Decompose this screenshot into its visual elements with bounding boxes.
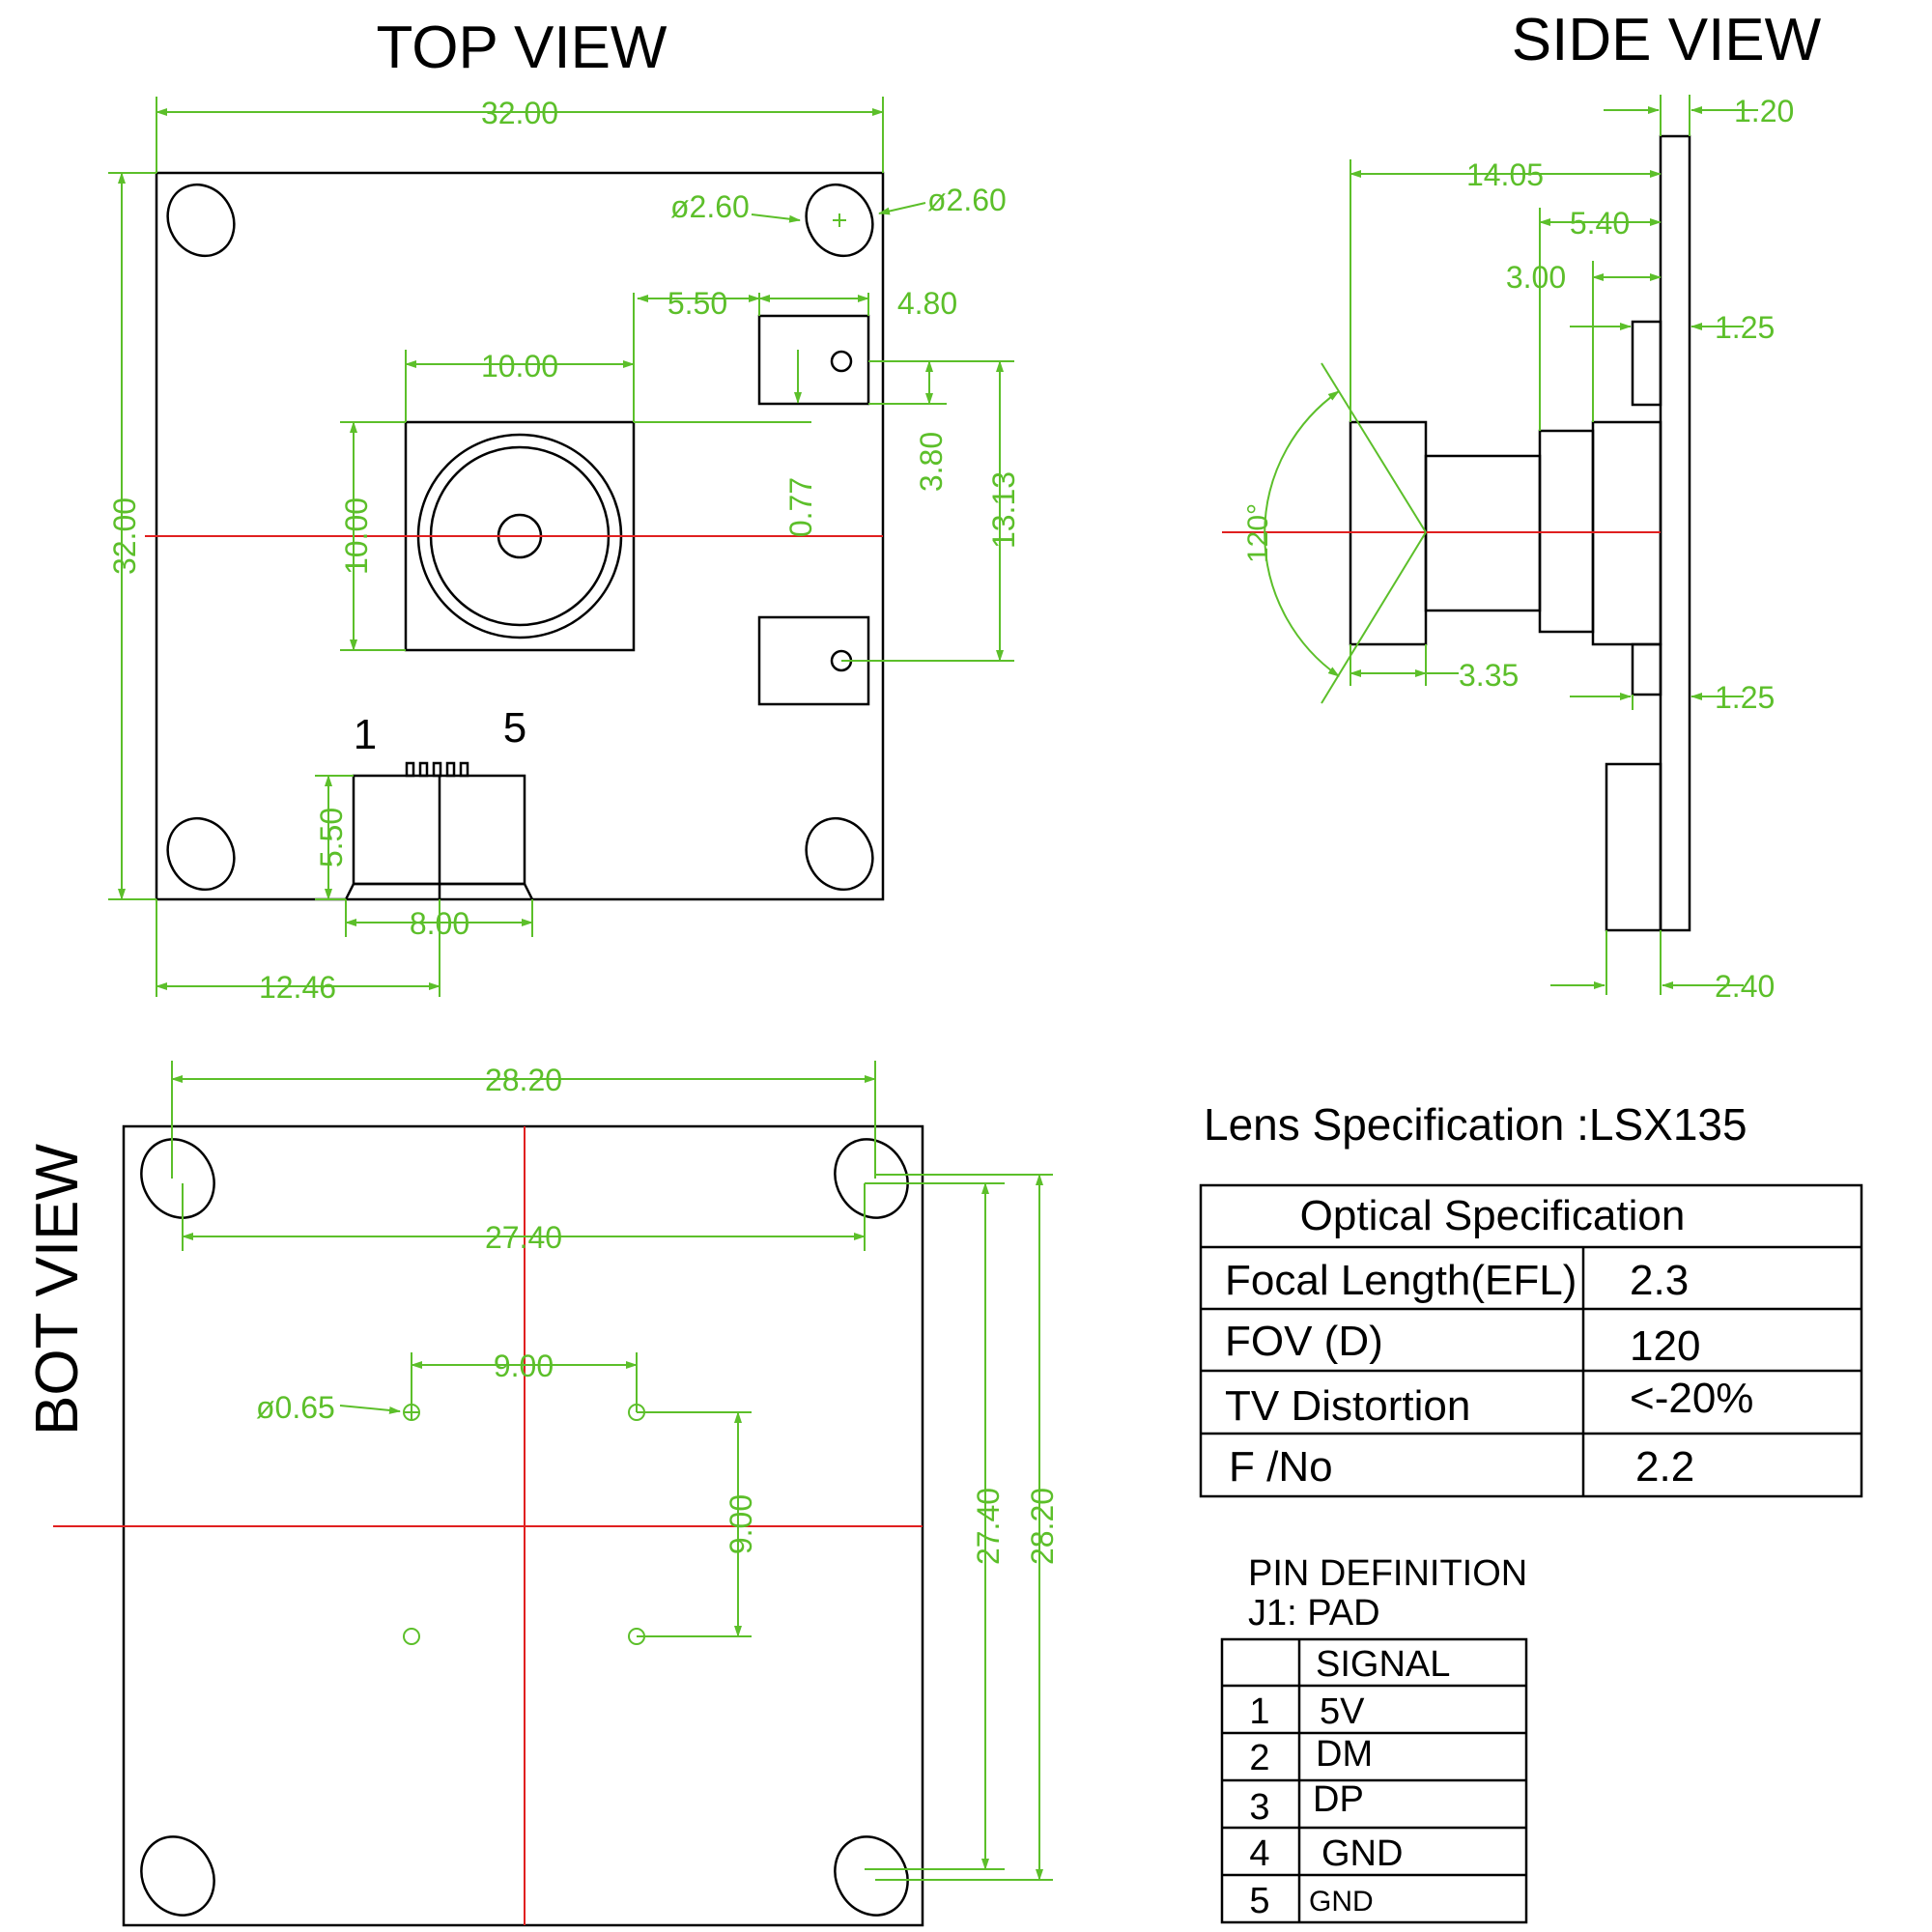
- spec-label-2: FOV (D): [1225, 1318, 1383, 1365]
- spec-label-3: TV Distortion: [1225, 1382, 1470, 1430]
- pin-def-heading: PIN DEFINITION: [1248, 1553, 1527, 1594]
- pin-num-5: 5: [1249, 1881, 1269, 1921]
- pin-sig-2: DM: [1316, 1734, 1373, 1775]
- lens-spec-heading: Lens Specification :LSX135: [1204, 1099, 1747, 1150]
- bot-pad-3: [403, 1628, 420, 1645]
- side-comp-top: [1631, 320, 1662, 407]
- dim-conn-height: 5.50: [314, 808, 349, 867]
- spec-label-1: Focal Length(EFL): [1225, 1257, 1577, 1304]
- dim-bot-900-v: 9.00: [724, 1494, 758, 1554]
- dim-off-550: 5.50: [668, 286, 727, 321]
- component-top-dot: [830, 350, 853, 373]
- pin-sig-3: DP: [1313, 1779, 1364, 1820]
- dim-side-335: 3.35: [1459, 658, 1519, 693]
- dim-side-240: 2.40: [1715, 969, 1775, 1004]
- dim-side-120: 1.20: [1734, 94, 1794, 128]
- dim-bot-hole: ø0.65: [256, 1390, 335, 1425]
- dim-hole-left: ø2.60: [670, 189, 750, 224]
- dim-lens-height: 10.00: [339, 497, 374, 575]
- pin-1-label: 1: [354, 711, 377, 758]
- dim-side-300: 3.00: [1506, 260, 1566, 295]
- dim-top-width: 32.00: [481, 96, 558, 130]
- dim-bot-900-h: 9.00: [494, 1349, 554, 1383]
- dim-077: 0.77: [783, 477, 818, 537]
- pin-def-subheading: J1: PAD: [1248, 1593, 1380, 1634]
- dim-side-1405: 14.05: [1466, 157, 1544, 192]
- dim-fov-angle: 120°: [1242, 503, 1274, 563]
- component-top: [757, 314, 870, 406]
- pin-num-3: 3: [1249, 1787, 1269, 1828]
- top-view-title: TOP VIEW: [377, 14, 668, 81]
- bot-hole-tr: [834, 1138, 909, 1219]
- pin-num-1: 1: [1249, 1691, 1269, 1732]
- lens-spec: Lens Specification :LSX135 Optical Speci…: [1199, 1099, 1863, 1498]
- side-view-title: SIDE VIEW: [1512, 7, 1822, 73]
- pin-num-2: 2: [1249, 1738, 1269, 1778]
- spec-value-2: 120: [1630, 1322, 1700, 1370]
- dim-side-125a: 1.25: [1715, 310, 1775, 345]
- bot-hole-tl: [140, 1138, 215, 1219]
- dim-bot-2740-h: 27.40: [485, 1220, 562, 1255]
- dim-bot-2820-v: 28.20: [1025, 1488, 1060, 1565]
- mounting-hole-bl: [166, 816, 236, 892]
- dim-conn-offset: 12.46: [259, 970, 336, 1005]
- mounting-hole-tl: [166, 183, 236, 258]
- pin-definition: PIN DEFINITION J1: PAD SIGNAL 1 5V 2 DM …: [1220, 1553, 1528, 1924]
- side-comp-bottom: [1631, 642, 1662, 696]
- bot-view-title: BOT VIEW: [24, 1144, 91, 1435]
- side-view: 120° 1.20 14.05 5.40 3.00 1.25 3.35 1.25: [1222, 94, 1794, 1004]
- pin-num-4: 4: [1249, 1833, 1269, 1874]
- dim-380: 3.80: [914, 432, 949, 492]
- side-pcb: [1659, 134, 1691, 932]
- dim-bot-2740-v: 27.40: [971, 1488, 1006, 1565]
- pin-5-label: 5: [503, 704, 526, 752]
- top-view: 1 5 32.00 32.00 ø2.60 ø2.60 5.50 4.80 10…: [107, 96, 1021, 1005]
- dim-lens-width: 10.00: [481, 349, 558, 384]
- bot-hole-bl: [140, 1835, 215, 1917]
- pin-signal-header: SIGNAL: [1316, 1644, 1450, 1685]
- side-connector: [1605, 762, 1662, 932]
- spec-value-3: <-20%: [1630, 1375, 1753, 1422]
- dim-off-480: 4.80: [897, 286, 957, 321]
- dim-top-height: 32.00: [107, 497, 142, 575]
- bot-hole-br: [834, 1835, 909, 1917]
- spec-value-1: 2.3: [1630, 1257, 1689, 1304]
- bottom-view: 28.20 27.40 9.00 ø0.65 9.00 27.40 28.20: [53, 1061, 1060, 1927]
- dim-bot-2820-h: 28.20: [485, 1063, 562, 1097]
- pin-sig-1: 5V: [1320, 1691, 1365, 1732]
- dim-1313: 13.13: [986, 471, 1021, 549]
- dim-side-125b: 1.25: [1715, 680, 1775, 715]
- pin-sig-4: GND: [1321, 1833, 1403, 1874]
- pin-sig-5: GND: [1309, 1886, 1374, 1918]
- dim-side-540: 5.40: [1570, 206, 1630, 241]
- dim-hole-right: ø2.60: [927, 183, 1007, 217]
- spec-value-4: 2.2: [1635, 1443, 1694, 1491]
- optical-spec-title: Optical Specification: [1300, 1192, 1686, 1239]
- mounting-hole-br: [805, 816, 874, 892]
- spec-label-4: F /No: [1229, 1443, 1333, 1491]
- mounting-hole-tr: [805, 183, 874, 258]
